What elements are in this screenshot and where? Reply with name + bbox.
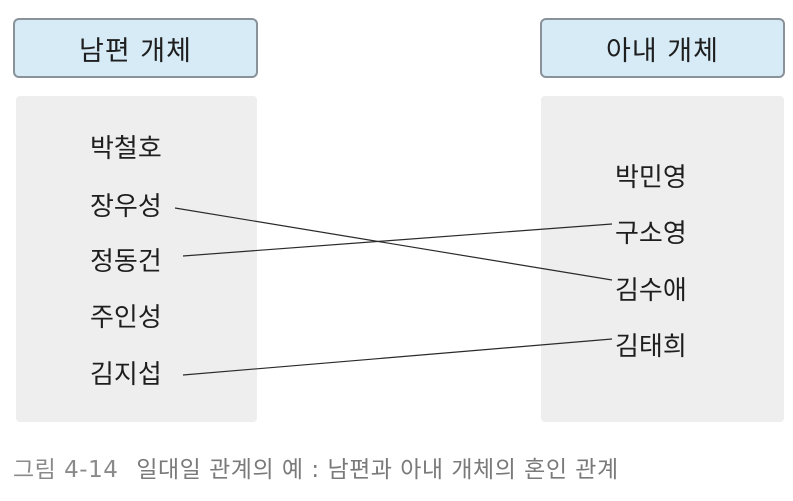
husband-name-5: 김지섭 <box>90 360 162 390</box>
husband-entity-header: 남편 개체 <box>13 18 258 78</box>
figure-caption: 그림 4-14 일대일 관계의 예 : 남편과 아내 개체의 혼인 관계 <box>13 450 619 484</box>
relationship-line-3 <box>182 338 613 376</box>
figure-caption-text: 일대일 관계의 예 : 남편과 아내 개체의 혼인 관계 <box>136 457 619 483</box>
husband-name-2: 장우성 <box>90 192 162 222</box>
wife-entity-title: 아내 개체 <box>606 35 719 67</box>
wife-entity-panel <box>541 96 784 422</box>
wife-name-4: 김태희 <box>615 332 687 362</box>
wife-name-3: 김수애 <box>615 276 687 306</box>
husband-name-1: 박철호 <box>90 134 162 164</box>
husband-entity-panel <box>16 96 257 422</box>
figure-label: 그림 4-14 <box>13 457 119 483</box>
relationship-line-1 <box>174 207 613 281</box>
wife-name-2: 구소영 <box>615 219 687 249</box>
relationship-line-2 <box>182 223 613 257</box>
wife-name-1: 박민영 <box>615 163 687 193</box>
husband-entity-title: 남편 개체 <box>79 35 192 67</box>
husband-name-4: 주인성 <box>90 303 162 333</box>
wife-entity-header: 아내 개체 <box>540 18 785 78</box>
husband-name-3: 정동건 <box>90 247 162 277</box>
